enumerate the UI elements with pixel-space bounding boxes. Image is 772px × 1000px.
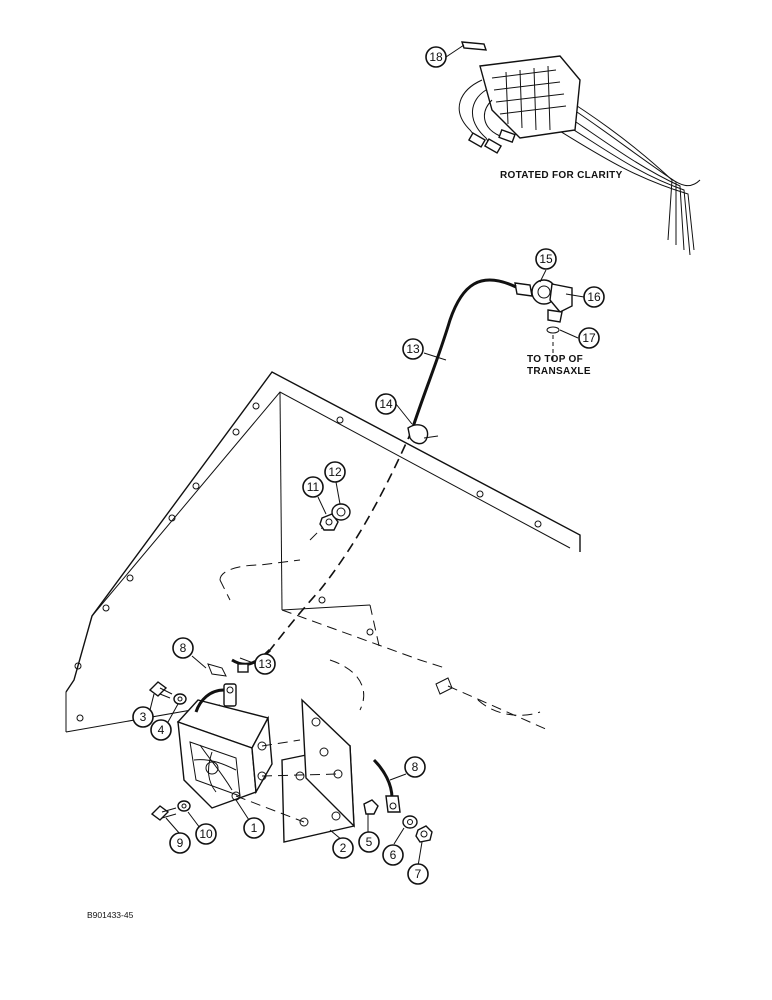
callout-4: 4 xyxy=(150,719,172,741)
svg-text:3: 3 xyxy=(140,710,147,724)
callout-13-top: 13 xyxy=(402,338,424,360)
ground-wire-upper xyxy=(194,688,225,713)
svg-text:13: 13 xyxy=(258,657,272,671)
frame-panel xyxy=(65,371,581,733)
svg-text:10: 10 xyxy=(199,827,213,841)
callout-14: 14 xyxy=(375,393,397,415)
wire-clip xyxy=(407,424,439,445)
svg-text:12: 12 xyxy=(328,465,342,479)
temperature-sender xyxy=(514,279,573,360)
callout-5: 5 xyxy=(358,831,380,853)
svg-text:11: 11 xyxy=(307,480,320,494)
callout-15: 15 xyxy=(535,248,557,270)
callout-17: 17 xyxy=(578,327,600,349)
bolt-washer-lower xyxy=(150,800,191,821)
svg-text:7: 7 xyxy=(415,867,422,881)
svg-text:2: 2 xyxy=(340,841,347,855)
callout-10: 10 xyxy=(195,823,217,845)
svg-text:16: 16 xyxy=(587,290,601,304)
to-top-note-line2: TRANSAXLE xyxy=(527,366,591,377)
svg-text:9: 9 xyxy=(177,836,184,850)
rotated-note: ROTATED FOR CLARITY xyxy=(500,170,623,181)
callout-12: 12 xyxy=(324,461,346,483)
svg-text:14: 14 xyxy=(379,397,393,411)
callout-18: 18 xyxy=(425,46,447,68)
svg-text:1: 1 xyxy=(251,821,258,835)
svg-text:5: 5 xyxy=(366,835,373,849)
callout-1: 1 xyxy=(243,817,265,839)
callout-11: 11 xyxy=(302,476,324,498)
svg-text:4: 4 xyxy=(158,723,165,737)
callout-2: 2 xyxy=(332,837,354,859)
callout-7: 7 xyxy=(407,863,429,885)
svg-text:6: 6 xyxy=(390,848,397,862)
fan-relay-box xyxy=(176,663,273,809)
callout-8-lower: 8 xyxy=(404,756,426,778)
callout-8-upper: 8 xyxy=(172,637,194,659)
svg-text:17: 17 xyxy=(582,331,596,345)
mounting-bracket xyxy=(235,698,355,843)
nut-spacer xyxy=(319,503,351,531)
harness-connector xyxy=(458,41,701,256)
svg-text:13: 13 xyxy=(406,342,420,356)
svg-text:15: 15 xyxy=(539,252,553,266)
to-top-note-line1: TO TOP OF xyxy=(527,354,583,365)
callout-16: 16 xyxy=(583,286,605,308)
svg-text:8: 8 xyxy=(180,641,187,655)
callout-9: 9 xyxy=(169,832,191,854)
svg-text:8: 8 xyxy=(412,760,419,774)
callout-13-lower: 13 xyxy=(254,653,276,675)
figure-code: B901433-45 xyxy=(87,910,134,920)
callout-6: 6 xyxy=(382,844,404,866)
bolt-washer xyxy=(148,681,187,705)
svg-text:18: 18 xyxy=(429,50,443,64)
callout-3: 3 xyxy=(132,706,154,728)
leader-lines xyxy=(149,44,585,867)
sender-wire xyxy=(410,278,517,431)
lower-hardware xyxy=(363,758,433,843)
